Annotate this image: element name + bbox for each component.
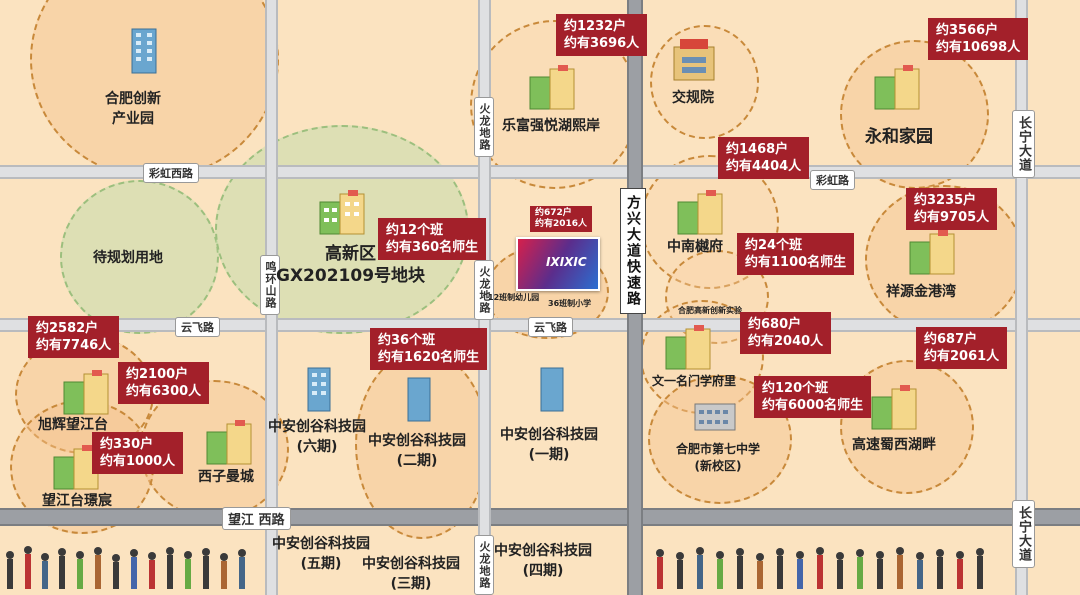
residential-building-icon bbox=[206, 420, 252, 465]
road-label-huolong-mid: 火龙地路 bbox=[474, 260, 494, 320]
place-hefei-no7: 合肥市第七中学(新校区) bbox=[676, 442, 761, 473]
residential-building-icon bbox=[529, 65, 575, 110]
place-xuhui: 旭辉望江台 bbox=[38, 417, 108, 433]
residential-building-icon bbox=[665, 325, 711, 370]
callout-gaoxin-school: 约24个班约有1100名师生 bbox=[737, 233, 855, 275]
institute-building-icon bbox=[673, 39, 715, 81]
place-zhongnan: 中南樾府 bbox=[667, 239, 723, 255]
callout-xizi: 约2100户约有6300人 bbox=[118, 362, 210, 404]
kindergarten-label: 12班制幼儿园 bbox=[488, 293, 540, 302]
callout-center: 约672户约有2016人 bbox=[530, 206, 593, 232]
tower-icon bbox=[307, 367, 331, 412]
callout-gaosu: 约687户约有2061人 bbox=[916, 327, 1008, 369]
callout-wangjiangtai: 约330户约有1000人 bbox=[92, 432, 184, 474]
place-gaosu: 高速蜀西湖畔 bbox=[852, 437, 936, 453]
place-jiaoguiyuan: 交规院 bbox=[672, 90, 714, 106]
crowd-illustration-left bbox=[6, 546, 246, 589]
residential-building-icon bbox=[874, 65, 920, 110]
callout-lefu: 约1232户约有3696人 bbox=[556, 14, 648, 56]
road-label-huolong-top: 火龙地路 bbox=[474, 97, 494, 157]
place-zhongan5: 中安创谷科技园(五期) bbox=[272, 536, 370, 572]
residential-building-icon bbox=[909, 230, 955, 275]
residential-building-icon bbox=[871, 385, 917, 430]
place-wangjiangtai: 望江台璟宸 bbox=[42, 493, 112, 509]
callout-yonghe: 约3566户约有10698人 bbox=[928, 18, 1029, 60]
gaoxin-school-label: 合肥高新创新实验 bbox=[678, 306, 742, 315]
road-label-minghuan: 鸣环山路 bbox=[260, 255, 280, 315]
place-xiangyuan: 祥源金港湾 bbox=[886, 284, 956, 300]
tower-icon bbox=[540, 367, 564, 412]
place-zhongan1: 中安创谷科技园(一期) bbox=[500, 427, 598, 463]
school-building-icon bbox=[694, 403, 736, 431]
radius-circle-yonghe bbox=[840, 40, 989, 189]
crowd-illustration-right bbox=[656, 547, 984, 589]
place-xizi: 西子曼城 bbox=[198, 469, 254, 485]
road-label-fangxing: 方兴大道快速路 bbox=[620, 188, 646, 314]
radius-circle-planned-land bbox=[60, 180, 219, 334]
callout-xiangyuan: 约3235户约有9705人 bbox=[906, 188, 998, 230]
road-label-huolong-bottom: 火龙地路 bbox=[474, 535, 494, 595]
road-label-wangjiang-west: 望江 西路 bbox=[222, 507, 291, 530]
place-yonghe: 永和家园 bbox=[865, 127, 933, 147]
callout-kindergarten: 约12个班约有360名师生 bbox=[378, 218, 487, 260]
road-label-caihong: 彩虹路 bbox=[810, 170, 855, 190]
residential-building-icon bbox=[63, 370, 109, 415]
place-zhongan2: 中安创谷科技园(二期) bbox=[368, 433, 466, 469]
place-lefu: 乐富强悦湖熙岸 bbox=[502, 118, 600, 134]
road-label-caihong-west: 彩虹西路 bbox=[143, 163, 199, 183]
road-label-yunfei-right: 云飞路 bbox=[528, 317, 573, 337]
project-logo-panel: IXIXIC bbox=[516, 237, 600, 291]
place-hefei-park: 合肥创新产业园 bbox=[105, 91, 161, 127]
primary-school-label: 36班制小学 bbox=[548, 299, 592, 308]
residential-building-icon bbox=[319, 190, 365, 235]
road-label-yunfei-left: 云飞路 bbox=[175, 317, 220, 337]
project-logo-text: IXIXIC bbox=[546, 255, 587, 269]
road-wangjiang bbox=[0, 508, 1080, 526]
place-wenyi: 文一名门学府里 bbox=[652, 374, 737, 388]
residential-building-icon bbox=[677, 190, 723, 235]
callout-wenyi: 约680户约有2040人 bbox=[740, 312, 832, 354]
road-label-changning-top: 长宁大道 bbox=[1012, 110, 1035, 178]
tower-icon bbox=[131, 28, 157, 74]
callout-hefei-no7: 约120个班约有6000名师生 bbox=[754, 376, 872, 418]
tower-icon bbox=[407, 377, 431, 422]
place-zhongan4: 中安创谷科技园(四期) bbox=[494, 543, 592, 579]
callout-primary: 约36个班约有1620名师生 bbox=[370, 328, 488, 370]
place-zhongan6: 中安创谷科技园(六期) bbox=[268, 419, 366, 455]
callout-zhongnan: 约1468户约有4404人 bbox=[718, 137, 810, 179]
place-zhongan3: 中安创谷科技园(三期) bbox=[362, 556, 460, 592]
callout-xuhui: 约2582户约有7746人 bbox=[28, 316, 120, 358]
place-planned-land: 待规划用地 bbox=[93, 250, 163, 266]
road-label-changning-bottom: 长宁大道 bbox=[1012, 500, 1035, 568]
